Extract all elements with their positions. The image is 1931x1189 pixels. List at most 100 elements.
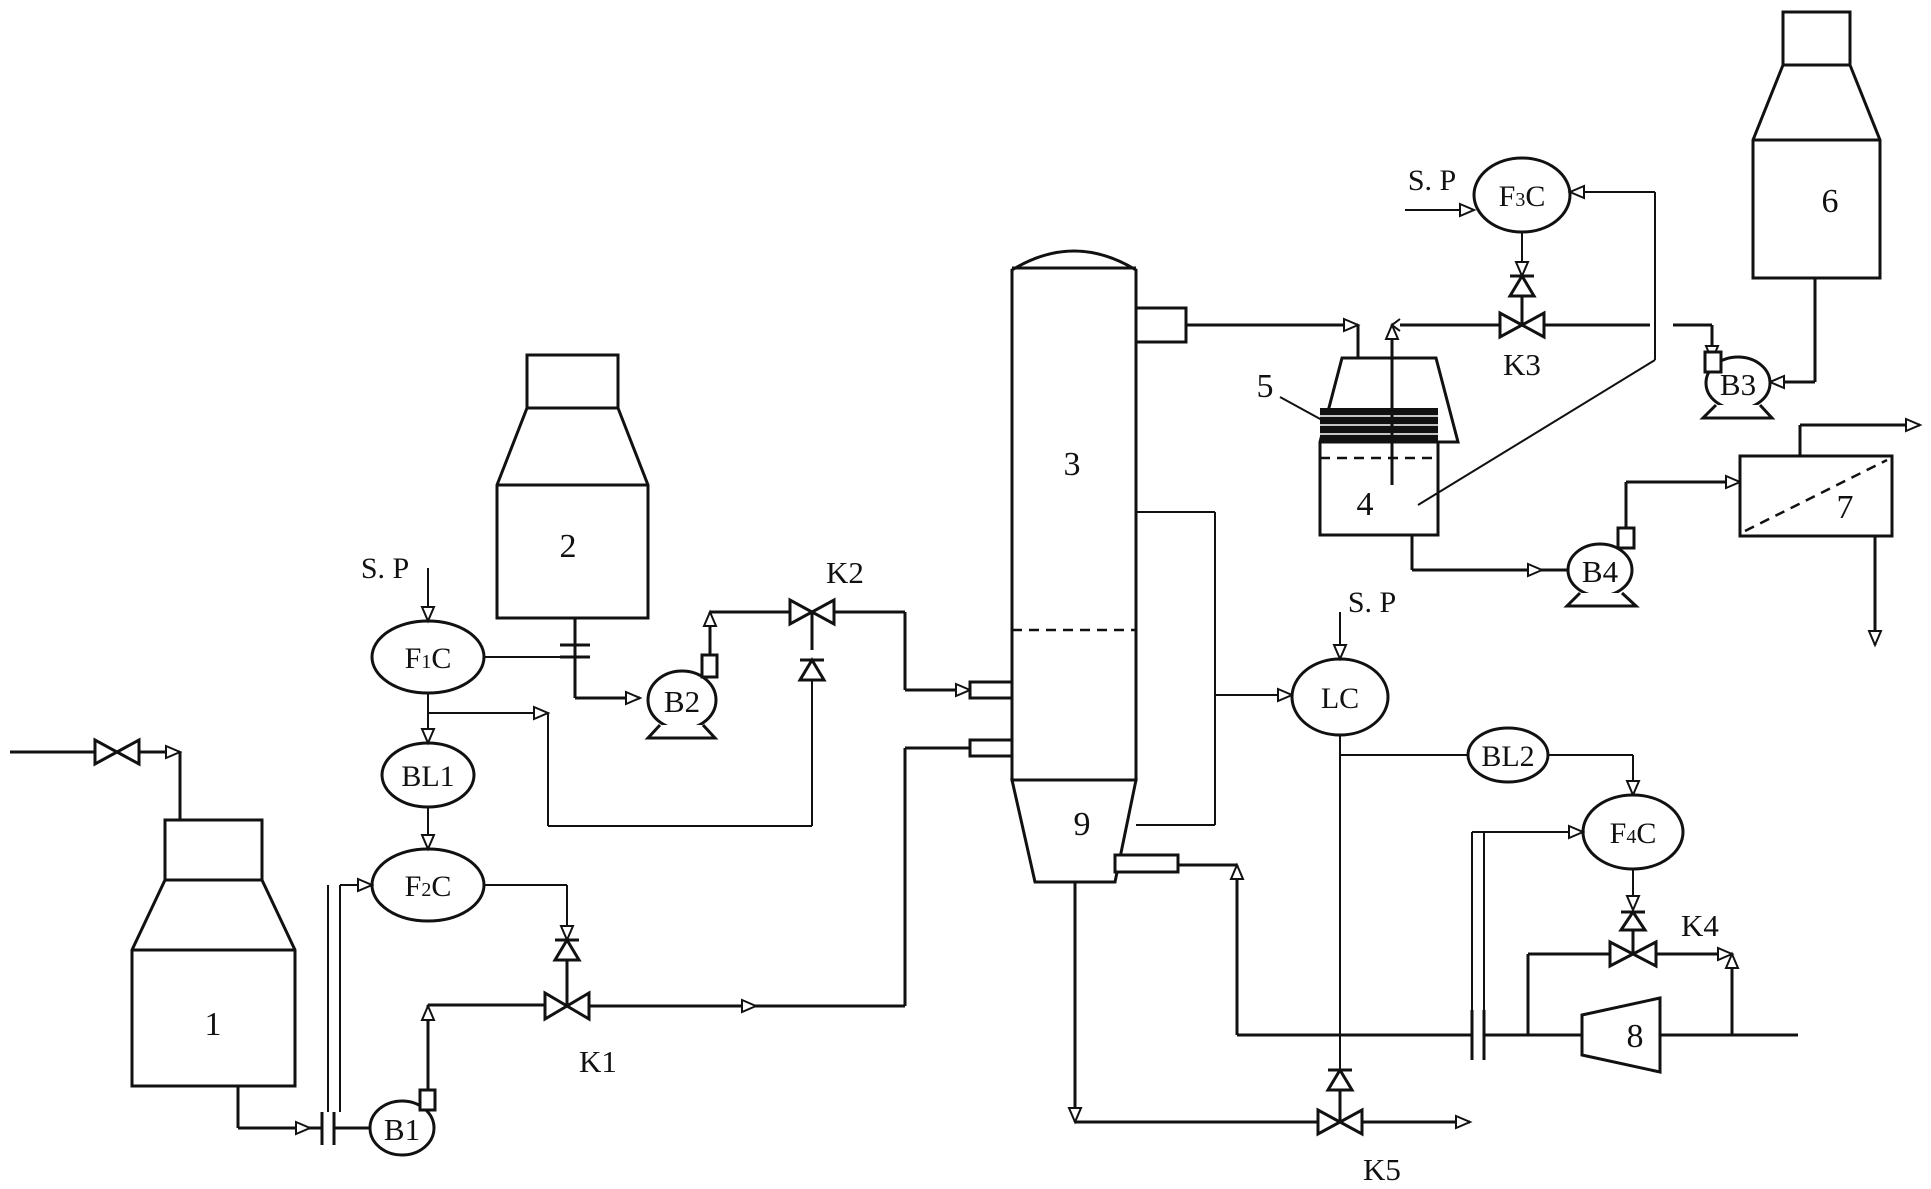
flow-arrow [702, 609, 718, 627]
signal-arrow [533, 705, 551, 721]
filter-7-medium [1744, 458, 1888, 533]
tank-1: 1 [130, 818, 297, 1088]
valve-k3[interactable]: K3 [1498, 273, 1546, 382]
valve-k4-actuator [1618, 909, 1648, 932]
column-3-label: 3 [1064, 446, 1081, 483]
pump-b3[interactable]: B3 [1699, 350, 1776, 420]
ratio-block-bl1-label: BL1 [401, 760, 454, 793]
controller-lc-label: LC [1321, 682, 1359, 715]
filter-7: 7 [1738, 454, 1894, 538]
pump-b4[interactable]: B4 [1563, 526, 1640, 608]
column-vapor-outlet [1134, 306, 1188, 344]
valve-k4-label: K4 [1681, 908, 1719, 943]
flow-arrow [1717, 946, 1735, 962]
column-bottom-9-label: 9 [1074, 806, 1091, 843]
valve-k4[interactable]: K4 [1608, 908, 1719, 969]
inlet-valve[interactable] [93, 737, 141, 767]
flow-arrow [1725, 474, 1743, 490]
tank-2-label: 2 [560, 528, 577, 565]
flow-arrow [1067, 1107, 1083, 1125]
flow-arrow [625, 690, 643, 706]
controller-f4c[interactable]: F4C [1581, 793, 1685, 871]
setpoint-label-f1c: S. P [361, 552, 409, 585]
flow-arrow [1724, 951, 1740, 969]
valve-k2-actuator [797, 657, 827, 682]
pump-b1[interactable]: B1 [368, 1088, 437, 1157]
signal-line [1417, 359, 1656, 506]
tank-6-body [1751, 10, 1882, 280]
signal-arrow [420, 834, 436, 852]
valve-k3-actuator [1507, 273, 1537, 298]
column-3-shell [1010, 249, 1138, 782]
tank-6-label: 6 [1822, 183, 1839, 220]
controller-f3c-label: F3C [1499, 180, 1546, 213]
flow-arrow [420, 1003, 436, 1021]
pump-b4-discharge [1616, 526, 1636, 550]
controller-f3c[interactable]: F3C [1472, 156, 1572, 234]
valve-k1-label: K1 [579, 1044, 617, 1079]
pump-b2[interactable]: B2 [644, 653, 719, 740]
pump-b3-base [1699, 403, 1776, 420]
flow-arrow [955, 682, 973, 698]
signal-arrow [559, 925, 575, 943]
controller-f2c[interactable]: F2C [370, 847, 486, 923]
column-inlet-nozzle-upper [968, 680, 1014, 700]
pump-b2-label: B2 [664, 684, 700, 719]
setpoint-label-f3c: S. P [1408, 164, 1456, 197]
valve-k2[interactable]: K2 [788, 555, 864, 682]
controller-f1c[interactable]: F1C [370, 619, 486, 695]
signal-arrow [1459, 202, 1477, 218]
signal-arrow [1625, 895, 1641, 913]
separator-4: 4 [1318, 356, 1460, 537]
valve-k5[interactable]: K5 [1316, 1067, 1401, 1187]
flow-arrow [1390, 318, 1401, 332]
signal-arrow [420, 606, 436, 624]
column-bottom-9-body [1010, 778, 1138, 884]
valve-k5-label: K5 [1363, 1152, 1401, 1187]
pump-b3-discharge [1703, 350, 1723, 374]
valve-k3-label: K3 [1503, 347, 1541, 382]
controller-f1c-label: F1C [405, 642, 452, 675]
packing-5-leader [1279, 396, 1323, 421]
valve-k1-actuator [552, 937, 582, 962]
flow-arrow [1527, 562, 1545, 578]
ratio-block-bl2-label: BL2 [1481, 740, 1534, 773]
flow-arrow [1905, 417, 1923, 433]
flow-arrow [1867, 630, 1883, 648]
pump-b3-label: B3 [1720, 367, 1756, 402]
signal-arrow [1514, 261, 1530, 279]
flow-arrow [1384, 322, 1400, 340]
separator-4-body [1318, 356, 1460, 537]
column-gas-inlet-nozzle [1113, 853, 1180, 874]
packing-5-label: 5 [1257, 368, 1274, 405]
ratio-block-bl2[interactable]: BL2 [1466, 726, 1550, 784]
inlet-arrow [165, 744, 183, 760]
controller-lc[interactable]: LC [1290, 657, 1390, 737]
controller-f2c-label: F2C [405, 870, 452, 903]
controller-f4c-label: F4C [1610, 817, 1657, 850]
pump-b2-discharge [700, 653, 719, 679]
valve-k1[interactable]: K1 [543, 937, 617, 1079]
pump-b2-base [644, 723, 719, 740]
signal-arrow [1332, 644, 1348, 662]
pump-b4-base [1563, 591, 1640, 608]
flow-arrow [741, 998, 759, 1014]
flow-arrow [1767, 374, 1785, 390]
valve-k5-actuator [1325, 1067, 1355, 1092]
signal-arrow [1625, 780, 1641, 798]
ratio-block-bl1[interactable]: BL1 [380, 741, 476, 809]
tank-1-body [130, 818, 297, 1088]
signal-arrow [357, 877, 375, 893]
signal-arrow [1567, 184, 1585, 200]
flow-arrow [295, 1120, 313, 1136]
separator-4-label: 4 [1357, 486, 1374, 523]
tank-6: 6 [1751, 10, 1882, 280]
flow-arrow [1343, 317, 1361, 333]
compressor-8[interactable]: 8 [1580, 996, 1662, 1074]
signal-arrow [420, 728, 436, 746]
tank-1-label: 1 [205, 1006, 222, 1043]
valve-k2-label: K2 [826, 555, 864, 590]
pump-b4-label: B4 [1582, 554, 1619, 589]
compressor-8-label: 8 [1627, 1018, 1644, 1055]
